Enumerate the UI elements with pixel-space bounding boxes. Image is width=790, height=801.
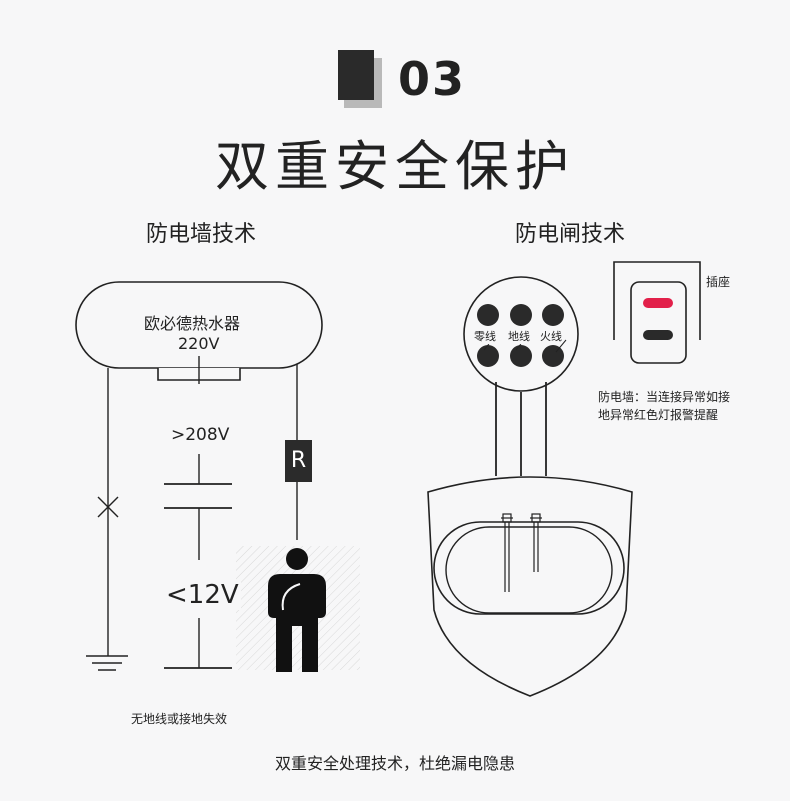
dark-indicator bbox=[643, 330, 673, 340]
plug-pins bbox=[477, 304, 564, 367]
center-wire bbox=[164, 356, 232, 669]
resistor-label: R bbox=[290, 448, 307, 473]
header-badge bbox=[338, 50, 382, 108]
warning-line-1: 防电墙：当连接异常如接 bbox=[598, 390, 731, 404]
badge-square bbox=[338, 50, 374, 100]
footer-text: 双重安全处理技术，杜绝漏电隐患 bbox=[274, 754, 515, 773]
socket-body bbox=[630, 281, 687, 364]
cable-wires bbox=[495, 382, 547, 476]
resistor-box bbox=[285, 440, 312, 482]
ground-symbol-icon bbox=[86, 655, 128, 671]
person-icon bbox=[268, 548, 326, 672]
page-title: 双重安全保护 bbox=[215, 135, 575, 198]
pin-label-live: 火线 bbox=[540, 328, 562, 344]
ground-note: 无地线或接地失效 bbox=[131, 712, 228, 726]
lower-voltage: <12V bbox=[164, 580, 241, 610]
tank-inner bbox=[445, 526, 613, 614]
break-mark-icon bbox=[97, 496, 119, 518]
red-indicator bbox=[643, 298, 673, 308]
heater-shield bbox=[427, 476, 633, 697]
pin-label-neutral: 零线 bbox=[474, 328, 496, 344]
section-number: 03 bbox=[398, 52, 467, 106]
left-section-title: 防电墙技术 bbox=[146, 222, 257, 247]
socket-frame bbox=[613, 261, 701, 340]
right-section-title: 防电闸技术 bbox=[515, 222, 626, 247]
heating-rods bbox=[501, 513, 542, 592]
heater-voltage: 220V bbox=[178, 334, 220, 353]
tank-outer bbox=[433, 521, 625, 615]
socket-label: 插座 bbox=[706, 275, 731, 289]
pin-label-ground: 地线 bbox=[508, 328, 530, 344]
heater-name: 欧必德热水器 bbox=[144, 314, 241, 333]
warning-line-2: 地异常红色灯报警提醒 bbox=[598, 408, 719, 422]
plug-circle bbox=[463, 276, 579, 392]
upper-voltage: >208V bbox=[171, 425, 230, 445]
